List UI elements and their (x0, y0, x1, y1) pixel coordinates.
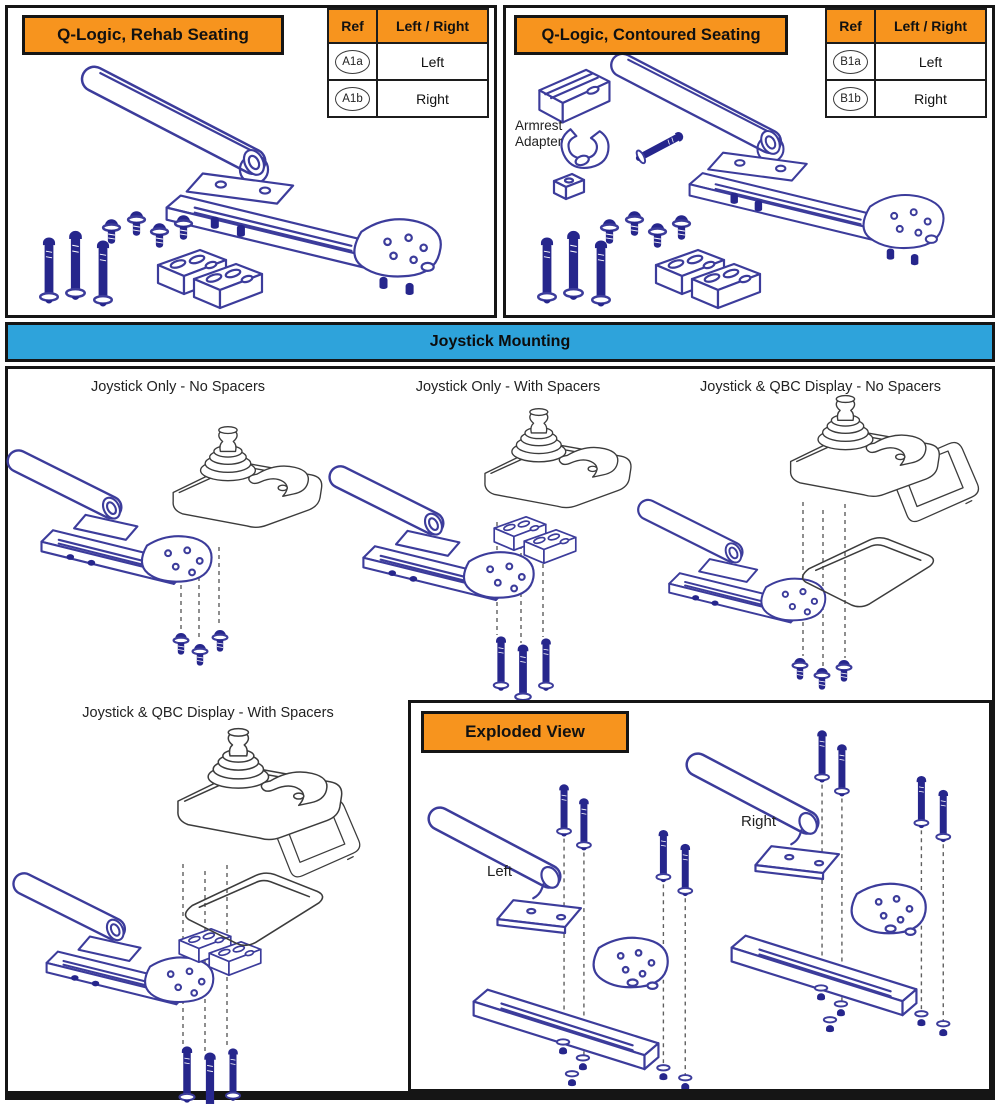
table-header-row: Ref Left / Right (327, 8, 489, 44)
contoured-title: Q-Logic, Contoured Seating (541, 25, 761, 44)
table-row: A1b Right (327, 79, 489, 118)
contoured-assembly-illustration (506, 53, 992, 321)
square-nut-part (552, 172, 586, 201)
joystick-only-no-spacers-illustration (13, 425, 323, 667)
left-assembly-label: Left (487, 863, 513, 880)
joystick-mounting-title: Joystick Mounting (429, 333, 571, 350)
joystick-mounting-section-bar: Joystick Mounting (5, 322, 995, 362)
adapter-bolt (631, 127, 687, 167)
exploded-title-badge: Exploded View (421, 711, 629, 753)
exploded-view-panel: Exploded View Left Right (408, 700, 992, 1092)
contoured-seating-panel: Q-Logic, Contoured Seating Ref Left / Ri… (503, 5, 995, 318)
rehab-title: Q-Logic, Rehab Seating (57, 25, 249, 44)
ref-column-header: Ref (825, 8, 876, 44)
right-assembly-label: Right (741, 813, 777, 830)
ref-column-header: Ref (327, 8, 378, 44)
diagram-label-joystick-qbc-no-spacers: Joystick & QBC Display - No Spacers (700, 379, 941, 395)
contoured-title-badge: Q-Logic, Contoured Seating (514, 15, 788, 55)
table-row: B1b Right (825, 79, 987, 118)
ref-badge-b1a: B1a (833, 49, 868, 74)
joystick-only-with-spacers-illustration (343, 407, 632, 704)
table-row: A1a Left (327, 42, 489, 81)
joystick-qbc-with-spacers-illustration (13, 727, 361, 1104)
exploded-title: Exploded View (465, 722, 585, 741)
joystick-qbc-no-spacers-illustration (656, 394, 980, 691)
side-cell: Left (874, 42, 987, 81)
side-cell: Right (874, 79, 987, 118)
armrest-adapter-callout: Armrest Adapter (515, 118, 563, 149)
diagram-label-joystick-only-no-spacers: Joystick Only - No Spacers (90, 379, 266, 395)
ref-badge-a1b: A1b (335, 86, 370, 111)
side-cell: Right (376, 79, 489, 118)
ref-badge-a1a: A1a (335, 49, 370, 74)
leftright-column-header: Left / Right (376, 8, 489, 44)
rehab-ref-table: Ref Left / Right A1a Left A1b Right (327, 8, 489, 118)
contoured-ref-table: Ref Left / Right B1a Left B1b Right (825, 8, 987, 118)
diagram-label-joystick-only-with-spacers: Joystick Only - With Spacers (415, 379, 601, 395)
exploded-view-illustration (411, 703, 989, 1089)
table-header-row: Ref Left / Right (825, 8, 987, 44)
side-cell: Left (376, 42, 489, 81)
diagram-label-joystick-qbc-with-spacers: Joystick & QBC Display - With Spacers (82, 705, 334, 721)
rehab-seating-panel: Q-Logic, Rehab Seating Ref Left / Right … (5, 5, 497, 318)
ref-badge-b1b: B1b (833, 86, 868, 111)
table-row: B1a Left (825, 42, 987, 81)
rehab-title-badge: Q-Logic, Rehab Seating (22, 15, 284, 55)
leftright-column-header: Left / Right (874, 8, 987, 44)
